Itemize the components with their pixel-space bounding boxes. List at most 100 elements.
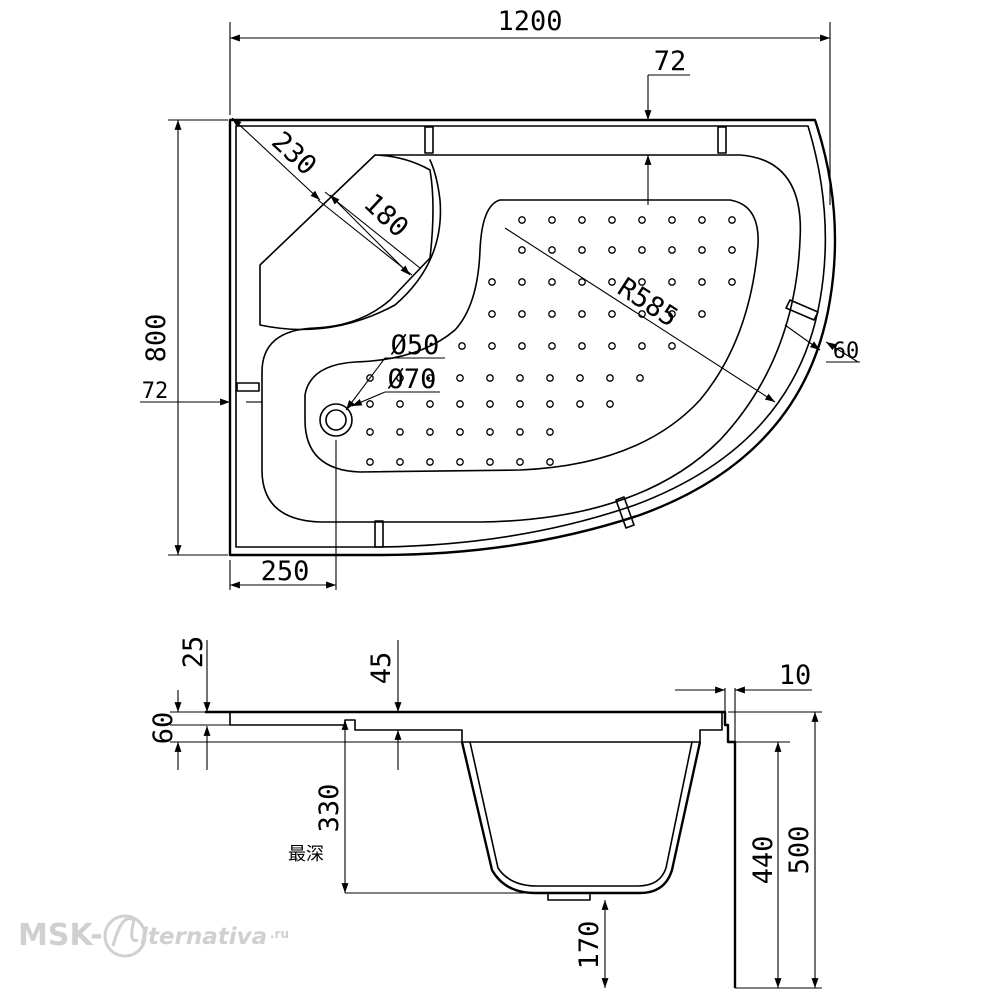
anti-slip-dot	[456, 400, 464, 408]
anti-slip-dot	[516, 374, 524, 382]
section-basin	[460, 741, 702, 895]
section-rim-inner	[229, 711, 723, 743]
section-basin-inner	[469, 741, 693, 887]
anti-slip-dot	[486, 374, 494, 382]
dim-drain-d50-label: Ø50	[391, 330, 440, 361]
anti-slip-dot	[578, 310, 586, 318]
dim-rim-60-label: 60	[833, 339, 860, 364]
anti-slip-dot	[728, 246, 736, 254]
corner-seat	[259, 154, 442, 331]
anti-slip-dot	[578, 246, 586, 254]
anti-slip-dot	[366, 428, 374, 436]
anti-slip-dot	[606, 400, 614, 408]
dim-corner-180-label: 180	[357, 188, 414, 244]
anti-slip-dot	[366, 458, 374, 466]
dim-drain-offset-label: 250	[261, 556, 310, 587]
anti-slip-dot	[638, 216, 646, 224]
section-view	[205, 710, 737, 988]
tray-outer-outline	[228, 118, 837, 557]
anti-slip-dot	[608, 342, 616, 350]
anti-slip-dot	[546, 400, 554, 408]
section-dimensions: 25 60 45 10 330 最深 440 500 170	[148, 636, 822, 989]
anti-slip-dot	[698, 216, 706, 224]
anti-slip-dot	[608, 278, 616, 286]
anti-slip-dot	[426, 428, 434, 436]
anti-slip-dot	[456, 458, 464, 466]
anti-slip-dot	[668, 278, 676, 286]
anti-slip-dot	[546, 458, 554, 466]
anti-slip-dot	[516, 428, 524, 436]
section-rim	[205, 710, 737, 988]
dim-height-440-label: 440	[748, 836, 779, 885]
anti-slip-dot	[548, 278, 556, 286]
anti-slip-dot	[548, 216, 556, 224]
anti-slip-dot	[698, 246, 706, 254]
anti-slip-dot	[516, 458, 524, 466]
anti-slip-dot	[668, 310, 676, 318]
dim-drain-d70-label: Ø70	[388, 364, 437, 395]
anti-slip-dot	[578, 342, 586, 350]
anti-slip-dot	[668, 216, 676, 224]
deepest-label: 最深	[288, 844, 324, 865]
watermark-logo: MSK- lternativa .ru	[18, 914, 289, 958]
anti-slip-dot	[638, 342, 646, 350]
anti-slip-dot	[396, 400, 404, 408]
dim-depth-330-label: 330	[314, 784, 345, 833]
anti-slip-dot	[578, 278, 586, 286]
dim-step-45-label: 45	[366, 652, 397, 685]
anti-slip-dot	[518, 278, 526, 286]
svg-text:MSK-: MSK-	[18, 918, 103, 953]
anti-slip-dot	[396, 374, 404, 382]
plan-view	[228, 118, 837, 557]
anti-slip-dot	[548, 310, 556, 318]
anti-slip-dot	[458, 342, 466, 350]
anti-slip-dot	[516, 400, 524, 408]
dim-top-offset-label: 72	[654, 46, 687, 77]
section-drain	[547, 892, 591, 901]
anti-slip-dot	[426, 374, 434, 382]
anti-slip-dot	[486, 458, 494, 466]
rim-ribs	[236, 126, 819, 548]
anti-slip-dot	[426, 458, 434, 466]
basin-outline	[261, 154, 802, 523]
anti-slip-dot	[638, 278, 646, 286]
anti-slip-dot	[546, 428, 554, 436]
anti-slip-dot	[488, 278, 496, 286]
dim-corner-230-label: 230	[265, 126, 322, 182]
dim-leg-170-label: 170	[574, 921, 605, 970]
dim-left-offset-label: 72	[142, 379, 169, 404]
anti-slip-dot	[396, 458, 404, 466]
anti-slip-dot	[638, 246, 646, 254]
anti-slip-dot	[668, 246, 676, 254]
svg-text:lternativa: lternativa	[140, 924, 267, 950]
drain-outer	[319, 403, 353, 437]
anti-slip-dot	[636, 374, 644, 382]
anti-slip-dot	[668, 342, 676, 350]
anti-slip-dot	[456, 428, 464, 436]
anti-slip-dot	[608, 310, 616, 318]
anti-slip-dot	[518, 342, 526, 350]
anti-slip-dot	[608, 216, 616, 224]
dim-rim-10-label: 10	[779, 660, 812, 691]
dim-side-60-label: 60	[148, 712, 179, 745]
anti-slip-dot	[578, 216, 586, 224]
anti-slip-dot	[698, 310, 706, 318]
tray-floor	[304, 199, 759, 473]
anti-slip-dot	[728, 278, 736, 286]
svg-text:.ru: .ru	[270, 927, 289, 941]
anti-slip-dot	[426, 400, 434, 408]
anti-slip-dot	[518, 310, 526, 318]
anti-slip-dot	[546, 374, 554, 382]
drain-inner	[325, 409, 347, 431]
anti-slip-dot	[486, 428, 494, 436]
dim-height-500-label: 500	[784, 826, 815, 875]
anti-slip-dot	[548, 342, 556, 350]
anti-slip-dot	[456, 374, 464, 382]
anti-slip-dot	[576, 374, 584, 382]
anti-slip-dot	[698, 278, 706, 286]
anti-slip-dot	[396, 428, 404, 436]
plan-dimensions: 1200 800 72 72 230 180 R585 60 Ø50	[140, 6, 860, 590]
anti-slip-dot	[486, 400, 494, 408]
anti-slip-dot	[518, 246, 526, 254]
